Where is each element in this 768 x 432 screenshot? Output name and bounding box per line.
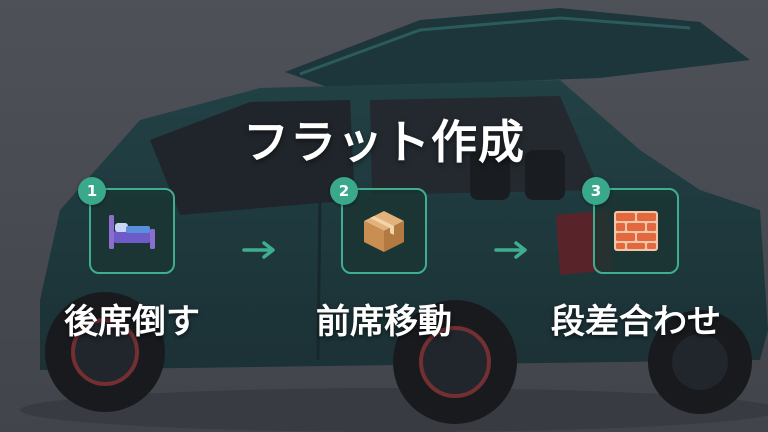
page-title: フラット作成 [243, 115, 525, 169]
step-label: 後席倒す [64, 302, 200, 342]
step-label: 前席移動 [316, 302, 452, 342]
step-icon-box [341, 188, 427, 274]
step-icon-box [593, 188, 679, 274]
brick-icon [614, 211, 658, 251]
step-icon-box [89, 188, 175, 274]
step-label: 段差合わせ [551, 302, 721, 342]
step-number-badge: 2 [330, 177, 358, 205]
arrow-right-icon [494, 241, 527, 259]
arrow-right-icon [242, 241, 275, 259]
step-number-badge: 1 [78, 177, 106, 205]
box-icon [364, 211, 404, 252]
step-number-badge: 3 [582, 177, 610, 205]
bed-icon [109, 215, 155, 249]
